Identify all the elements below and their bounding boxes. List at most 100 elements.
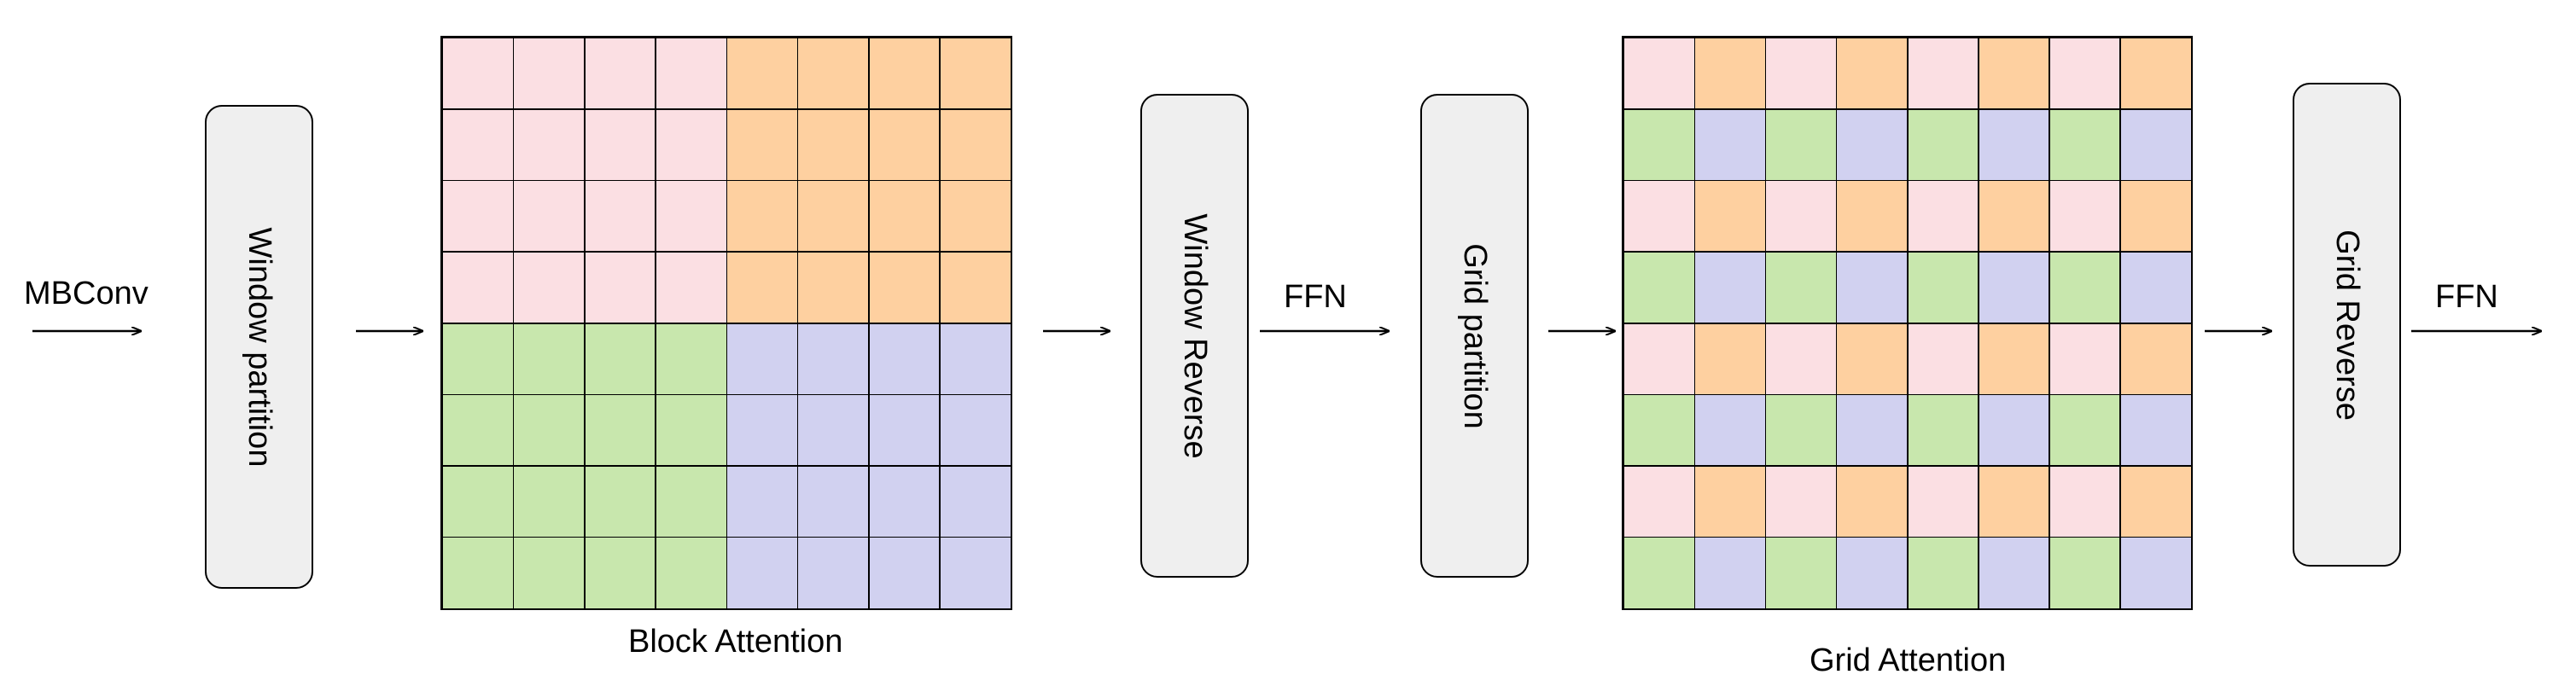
- grid-attention-cell: [1978, 251, 2050, 323]
- grid-attention-label: Grid Attention: [1810, 643, 2007, 678]
- grid-attention-cell: [1694, 394, 1766, 467]
- block-attention-cell: [726, 537, 798, 609]
- block-attention-cell: [797, 180, 869, 253]
- block-attention-cell: [726, 38, 798, 110]
- grid-attention-cell: [1978, 108, 2050, 181]
- grid-attention-cell: [1694, 251, 1766, 323]
- block-attention-cell: [655, 323, 727, 395]
- block-attention-cell: [442, 108, 514, 181]
- block-attention-cell: [655, 180, 727, 253]
- block-attention-cell: [939, 108, 1011, 181]
- block-attention-cell: [513, 180, 585, 253]
- grid-attention-cell: [2119, 180, 2192, 253]
- block-attention-cell: [797, 323, 869, 395]
- grid-attention-cell: [1978, 465, 2050, 538]
- block-attention-cell: [868, 323, 941, 395]
- grid-attention-cell: [1836, 251, 1908, 323]
- grid-attention-cell: [1836, 180, 1908, 253]
- grid-attention-cell: [2049, 251, 2121, 323]
- window-partition-box: Window partition: [205, 105, 313, 589]
- grid-attention-cell: [1623, 251, 1695, 323]
- grid-attention-cell: [1907, 323, 1979, 395]
- block-attention-cell: [513, 38, 585, 110]
- block-attention-cell: [584, 323, 656, 395]
- block-attention-cell: [797, 537, 869, 609]
- grid-attention-cell: [2049, 394, 2121, 467]
- grid-attention-cell: [1694, 180, 1766, 253]
- block-attention-cell: [655, 251, 727, 323]
- grid-attention-cell: [1765, 394, 1837, 467]
- grid-attention-cell: [1623, 38, 1695, 110]
- grid-attention-cell: [1765, 108, 1837, 181]
- grid-attention-cell: [1907, 251, 1979, 323]
- block-attention-cell: [797, 251, 869, 323]
- grid-attention-cell: [1765, 323, 1837, 395]
- block-attention-cell: [584, 108, 656, 181]
- block-attention-cell: [939, 38, 1011, 110]
- grid-attention-cell: [2119, 38, 2192, 110]
- block-attention-cell: [868, 251, 941, 323]
- grid-attention-cell: [1836, 108, 1908, 181]
- block-attention-cell: [868, 38, 941, 110]
- block-attention-cell: [797, 394, 869, 467]
- grid-attention-cell: [1623, 108, 1695, 181]
- block-attention-cell: [726, 251, 798, 323]
- block-attention-cell: [868, 108, 941, 181]
- ffn-label-2: FFN: [2435, 279, 2498, 315]
- grid-attention-cell: [1978, 323, 2050, 395]
- block-attention-cell: [939, 537, 1011, 609]
- block-attention-cell: [939, 251, 1011, 323]
- block-attention-cell: [939, 180, 1011, 253]
- grid-attention-cell: [1907, 537, 1979, 609]
- grid-attention-cell: [2119, 108, 2192, 181]
- block-attention-cell: [797, 38, 869, 110]
- grid-attention-cell: [1765, 537, 1837, 609]
- grid-attention-cell: [1623, 180, 1695, 253]
- grid-attention-cell: [1907, 38, 1979, 110]
- block-attention-cell: [726, 465, 798, 538]
- mbconv-label: MBConv: [24, 276, 149, 311]
- grid-attention-cell: [1765, 180, 1837, 253]
- grid-attention-cell: [1907, 394, 1979, 467]
- grid-attention-cell: [2049, 108, 2121, 181]
- block-attention-cell: [939, 394, 1011, 467]
- grid-attention-cell: [1623, 394, 1695, 467]
- grid-attention-cell: [2049, 180, 2121, 253]
- grid-attention-cell: [1694, 38, 1766, 110]
- block-attention-cell: [584, 537, 656, 609]
- grid-attention-cell: [1765, 465, 1837, 538]
- block-attention-cell: [584, 38, 656, 110]
- grid-attention-cell: [1623, 537, 1695, 609]
- block-attention-cell: [655, 38, 727, 110]
- block-attention-cell: [513, 323, 585, 395]
- grid-attention-cell: [1836, 38, 1908, 110]
- block-attention-cell: [726, 394, 798, 467]
- block-attention-cell: [584, 394, 656, 467]
- grid-attention-cell: [1978, 38, 2050, 110]
- grid-attention-cell: [1978, 180, 2050, 253]
- grid-attention-cell: [2049, 465, 2121, 538]
- grid-attention-cell: [1694, 108, 1766, 181]
- grid-attention-cell: [1694, 323, 1766, 395]
- grid-attention-cell: [1907, 465, 1979, 538]
- grid-attention-cell: [2119, 323, 2192, 395]
- grid-attention-cell: [2119, 251, 2192, 323]
- grid-attention-cell: [1978, 394, 2050, 467]
- grid-attention-cell: [1978, 537, 2050, 609]
- grid-attention-cell: [1694, 537, 1766, 609]
- grid-attention-cell: [1765, 251, 1837, 323]
- block-attention-cell: [868, 180, 941, 253]
- block-attention-cell: [513, 394, 585, 467]
- block-attention-cell: [442, 180, 514, 253]
- grid-attention-cell: [2049, 323, 2121, 395]
- block-attention-cell: [868, 394, 941, 467]
- block-attention-cell: [797, 108, 869, 181]
- block-attention-cell: [442, 394, 514, 467]
- grid-attention-cell: [1765, 38, 1837, 110]
- block-attention-cell: [939, 465, 1011, 538]
- block-attention-cell: [442, 38, 514, 110]
- grid-attention-cell: [1623, 465, 1695, 538]
- block-attention-cell: [584, 251, 656, 323]
- grid-attention-cell: [1623, 323, 1695, 395]
